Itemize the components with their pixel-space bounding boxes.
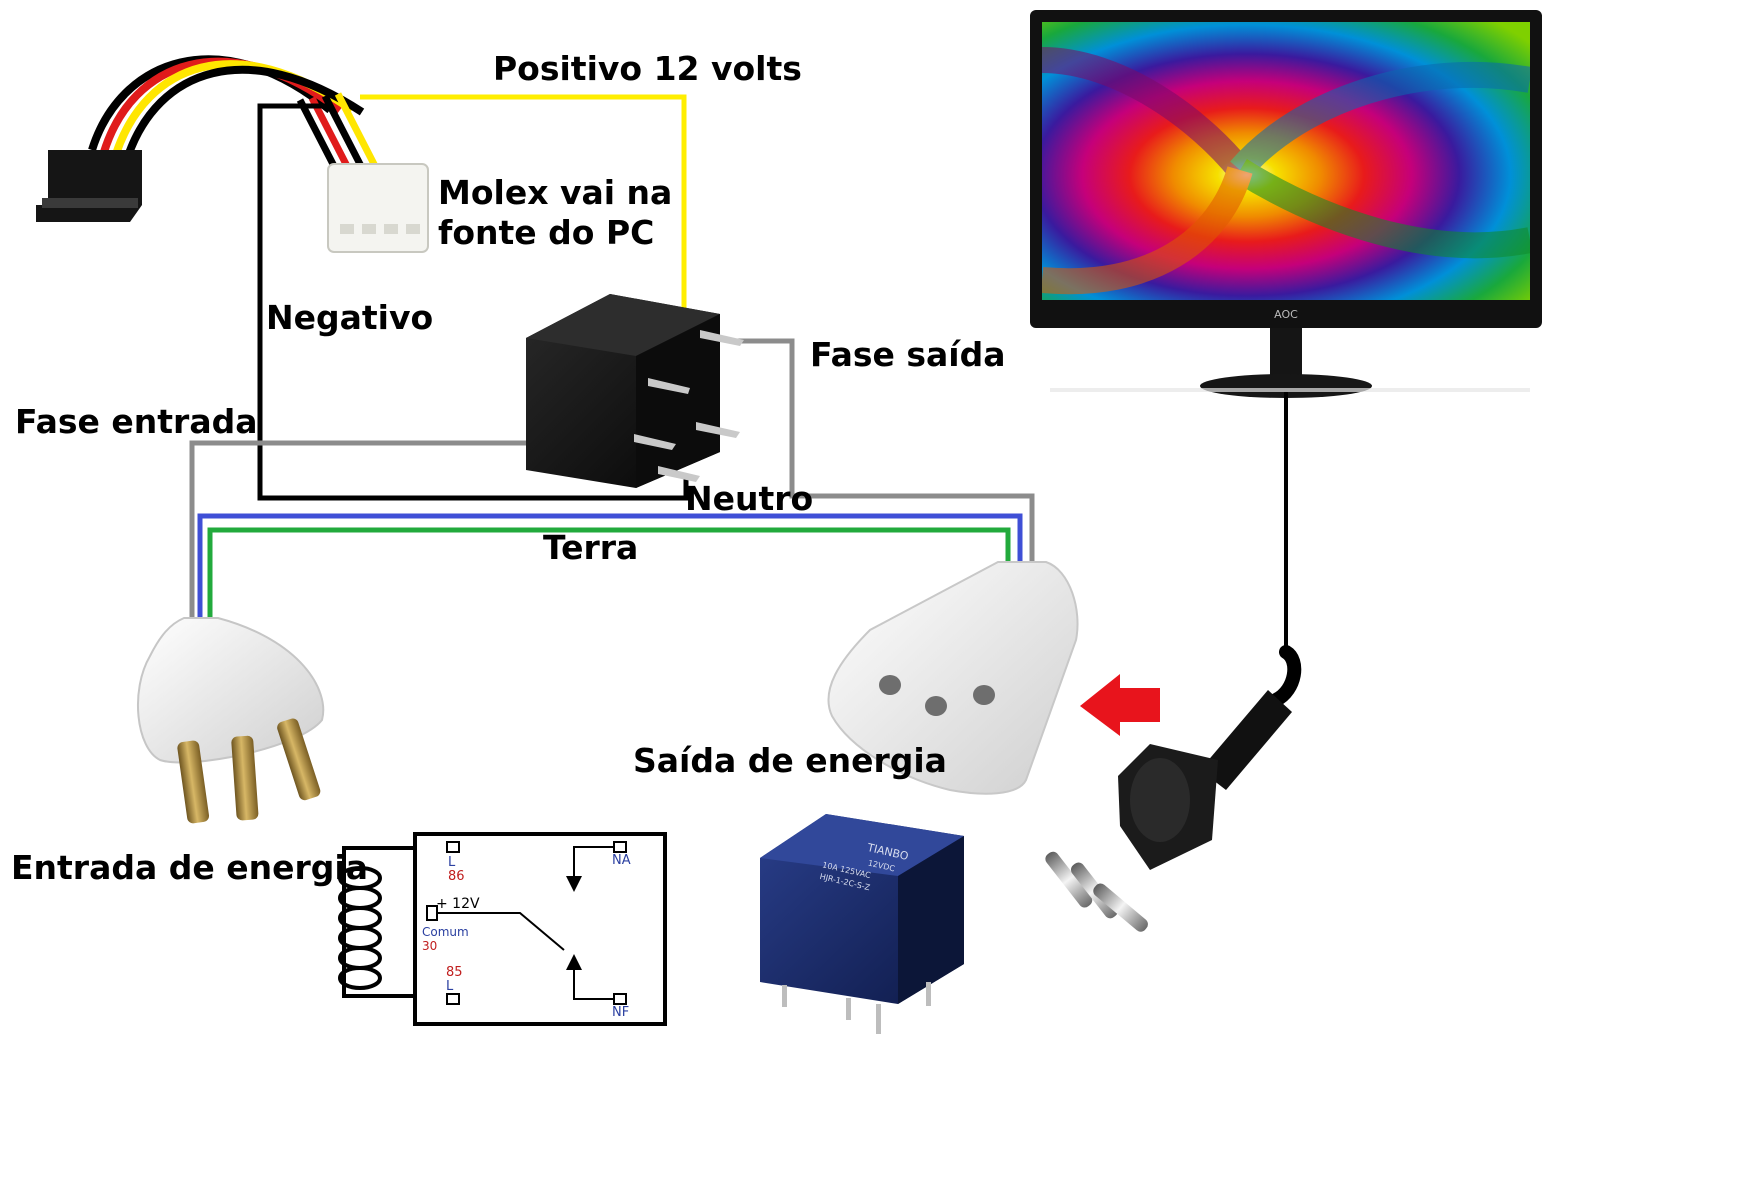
input-plug-image [136, 617, 325, 824]
neutral-wire [197, 513, 1023, 618]
monitor-image: AOC [1030, 10, 1542, 398]
schematic-label-common-a: Comum [422, 925, 469, 939]
positive-wire [360, 94, 687, 386]
schematic-label-common-b: 30 [422, 939, 437, 953]
schematic-label-l86-b: 86 [448, 869, 465, 884]
schematic-label-12v: + 12V [436, 896, 480, 912]
ground-wire [207, 527, 1011, 618]
label-molex-line2: fonte do PC [438, 213, 655, 252]
monitor-power-plug-image [1045, 645, 1302, 932]
phase-in-wire [189, 440, 668, 618]
schematic-label-nf: NF [612, 1005, 629, 1020]
label-phase-out: Fase saída [810, 335, 1006, 374]
black-relay-image [526, 294, 744, 488]
schematic-label-na: NA [612, 853, 631, 868]
label-power-out: Saída de energia [633, 741, 947, 780]
negative-wire [257, 103, 689, 501]
label-power-in: Entrada de energia [11, 848, 368, 887]
output-socket-image [827, 561, 1079, 795]
monitor-brand: AOC [1274, 308, 1298, 321]
label-negative: Negativo [266, 298, 434, 337]
relay-schematic: L 86 NA + 12V Comum 30 85 L NF [338, 832, 667, 1026]
label-molex-line1: Molex vai na [438, 173, 673, 212]
phase-out-wire [734, 338, 1035, 562]
schematic-label-l85-b: L [446, 979, 454, 994]
label-positive-12v: Positivo 12 volts [493, 49, 802, 88]
blue-relay-image: TIANBO 12VDC 10A 125VAC HJR-1-2C-S-Z [760, 814, 964, 1034]
schematic-label-l85-a: 85 [446, 965, 463, 980]
red-arrow [1080, 674, 1160, 736]
label-phase-in: Fase entrada [15, 402, 258, 441]
label-neutral: Neutro [685, 479, 814, 518]
schematic-label-l86-a: L [448, 855, 456, 870]
label-ground: Terra [543, 528, 639, 567]
sata-molex-adapter-image [36, 55, 429, 253]
